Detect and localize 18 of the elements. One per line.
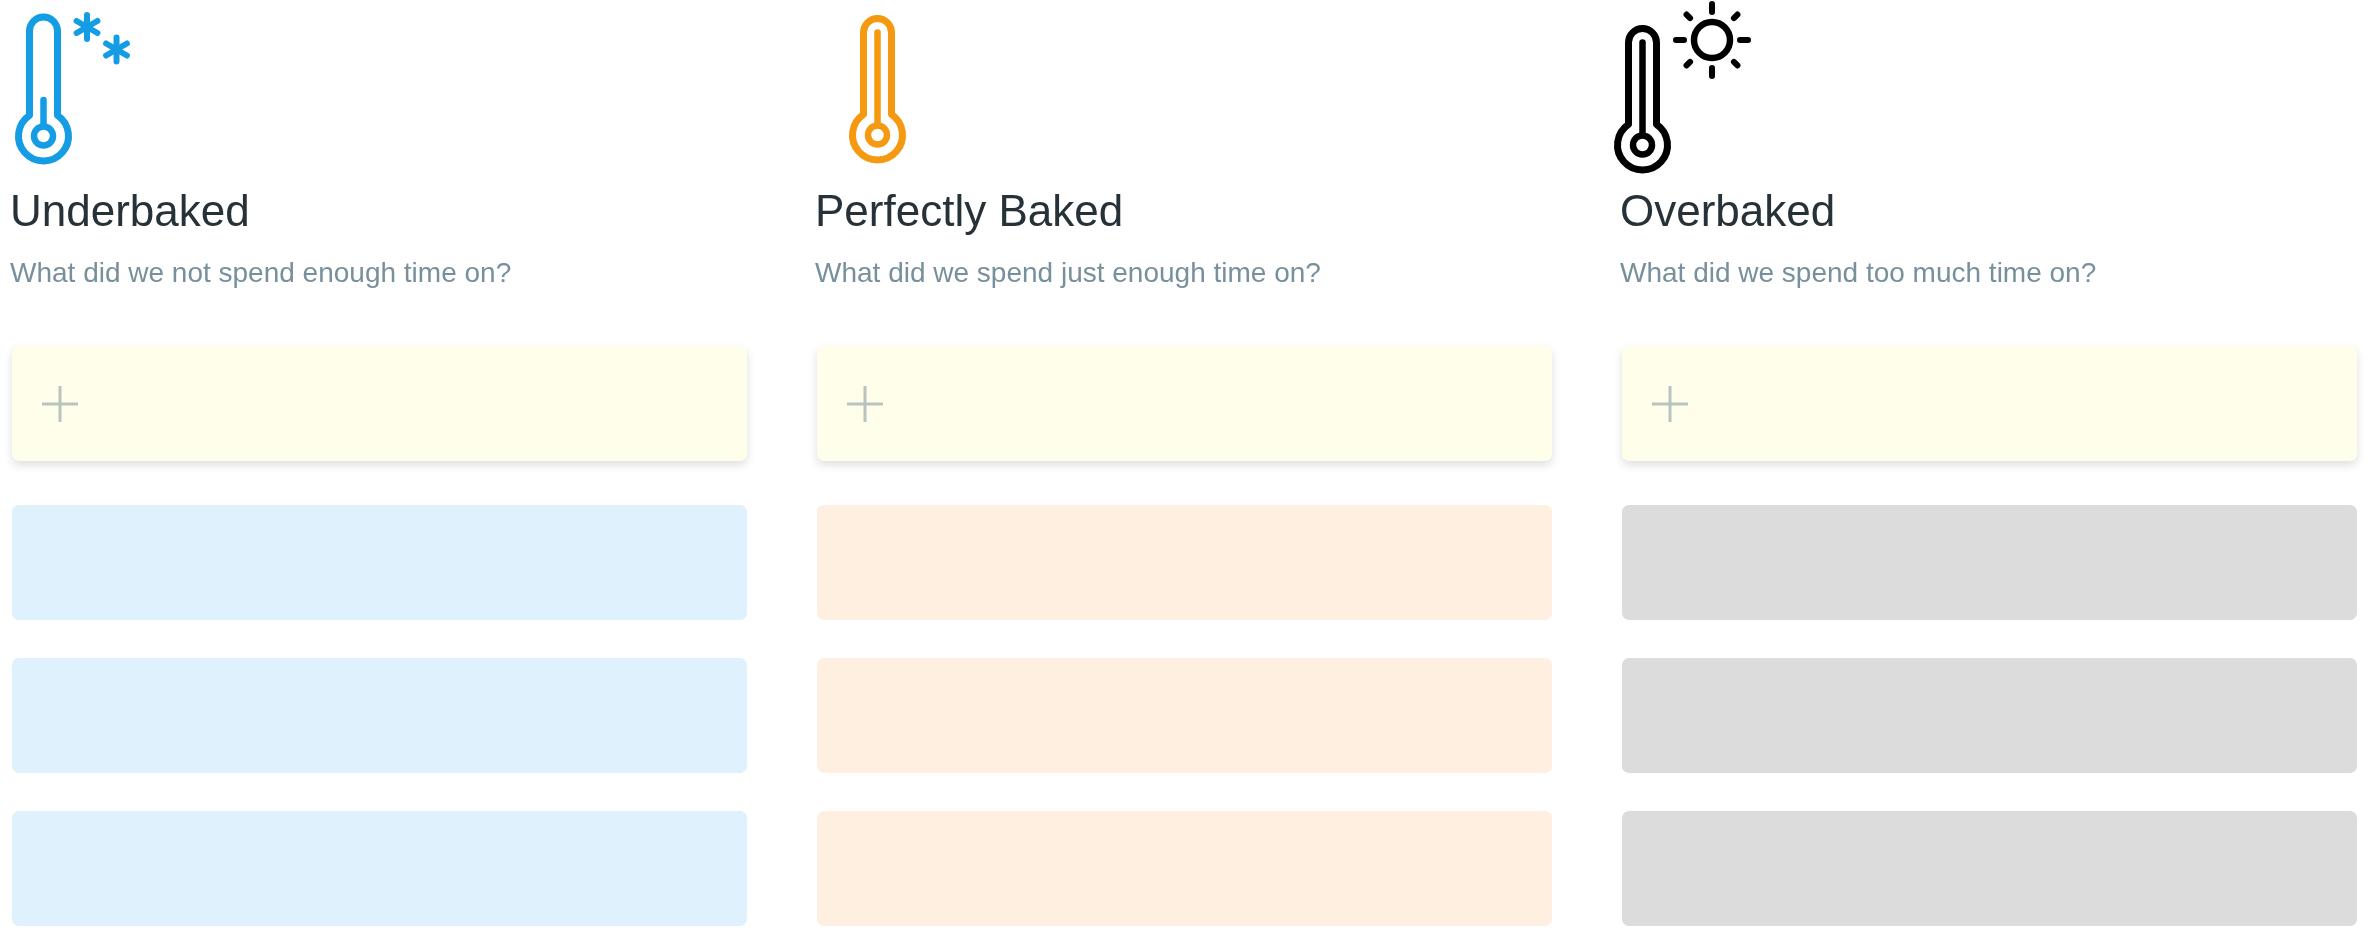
empty-card: [12, 811, 747, 926]
column-title: Underbaked: [10, 186, 250, 237]
empty-card: [1622, 811, 2357, 926]
column-subtitle: What did we not spend enough time on?: [10, 257, 512, 290]
add-card: [12, 346, 747, 461]
empty-card: [1622, 658, 2357, 773]
empty-card: [817, 811, 1552, 926]
empty-card: [12, 505, 747, 620]
add-card: [1622, 346, 2357, 461]
column-title: Overbaked: [1620, 186, 1836, 237]
empty-card: [1622, 505, 2357, 620]
empty-card: [817, 505, 1552, 620]
column-title: Perfectly Baked: [815, 186, 1124, 237]
column-subtitle: What did we spend just enough time on?: [815, 257, 1321, 290]
add-card: [817, 346, 1552, 461]
empty-card: [12, 658, 747, 773]
empty-card: [817, 658, 1552, 773]
column-subtitle: What did we spend too much time on?: [1620, 257, 2097, 290]
